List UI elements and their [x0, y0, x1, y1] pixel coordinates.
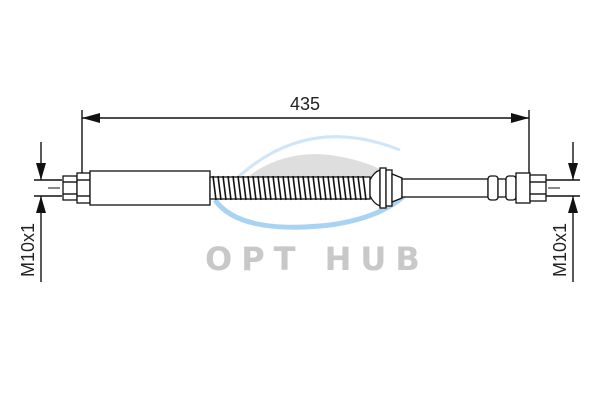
left-fitting [62, 170, 211, 206]
spring-coil [312, 175, 317, 201]
spring-coil [287, 175, 292, 201]
left-thread-label: M10x1 [18, 223, 38, 277]
right-fitting [487, 172, 547, 204]
spring-coil [347, 175, 352, 201]
spring-coil [352, 175, 357, 201]
spring-coil [307, 175, 312, 201]
spring-coil [227, 175, 232, 201]
spring-coil [252, 175, 257, 201]
spring-coil [222, 175, 227, 201]
mid-collar [369, 167, 403, 209]
spring-guard [209, 175, 371, 201]
spring-coil [212, 175, 217, 201]
spring-coil [357, 175, 362, 201]
spring-coil [302, 175, 307, 201]
spring-coil [272, 175, 277, 201]
spring-coil [247, 175, 252, 201]
spring-coil [332, 175, 337, 201]
watermark-logo: OPT HUB [205, 135, 429, 278]
spring-coil [317, 175, 322, 201]
left-sleeve [89, 170, 211, 206]
spring-coil [267, 175, 272, 201]
spring-coil [342, 175, 347, 201]
spring-coil [277, 175, 282, 201]
spring-coil [232, 175, 237, 201]
watermark-text: OPT HUB [205, 240, 429, 278]
spring-coil [262, 175, 267, 201]
length-value: 435 [290, 94, 320, 114]
tube [401, 178, 489, 198]
spring-coil [362, 175, 367, 201]
spring-coil [292, 175, 297, 201]
right-thread-dimension: M10x1 [546, 142, 580, 282]
length-dimension: 435 [81, 94, 530, 180]
left-thread-dimension: M10x1 [18, 142, 62, 282]
spring-coil [217, 175, 222, 201]
spring-coil [242, 175, 247, 201]
spring-coil [237, 175, 242, 201]
right-thread-label: M10x1 [550, 223, 570, 277]
car-silhouette-icon [250, 154, 385, 182]
spring-coil [322, 175, 327, 201]
spring-coil [337, 175, 342, 201]
spring-coil [257, 175, 262, 201]
spring-coil [327, 175, 332, 201]
spring-coil [297, 175, 302, 201]
spring-coil [282, 175, 287, 201]
